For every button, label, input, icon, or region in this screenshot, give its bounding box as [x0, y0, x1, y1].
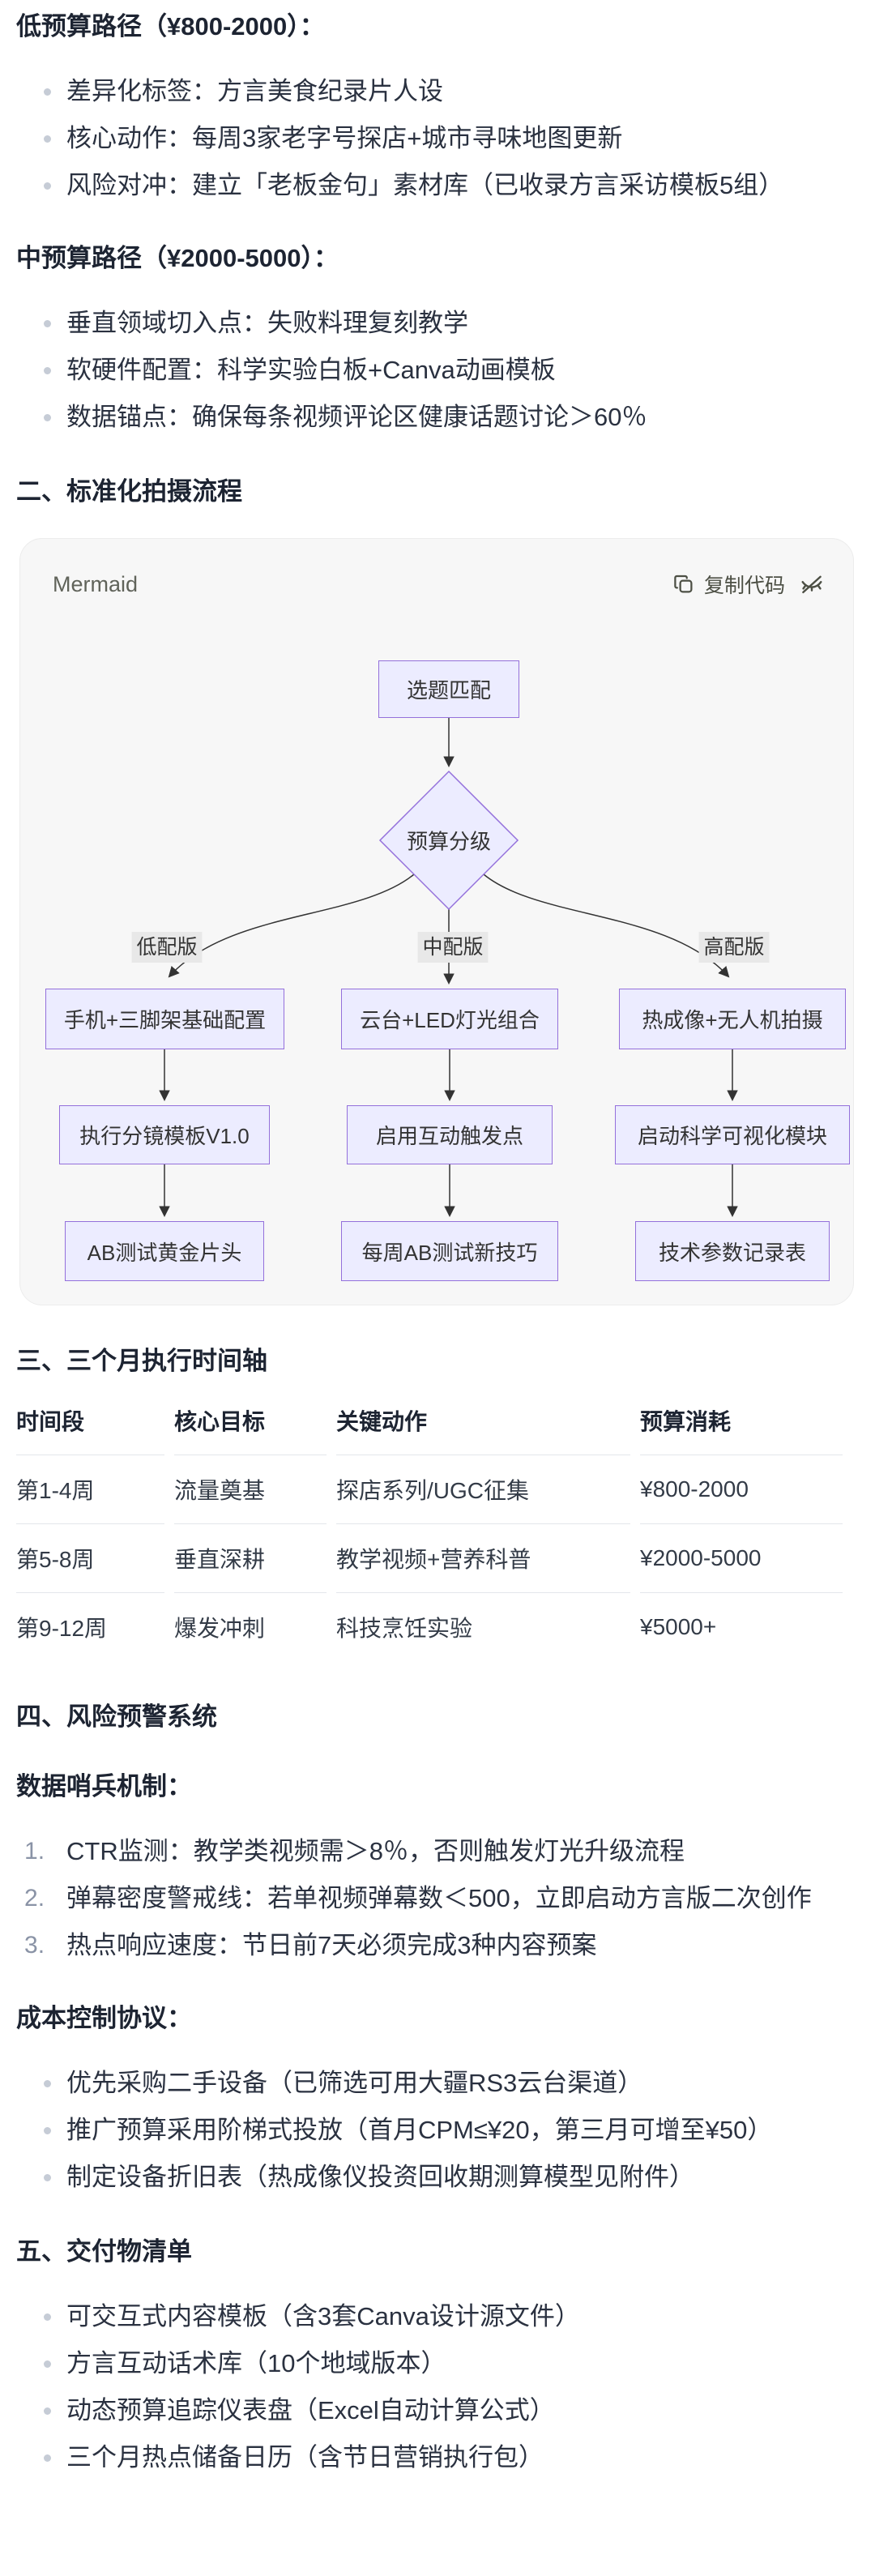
section-title-timeline: 三、三个月执行时间轴 — [16, 1347, 267, 1375]
flow-node-low-2: 执行分镜模板V1.0 — [59, 1105, 270, 1164]
list-item: CTR监测：教学类视频需＞8％，否则触发灯光升级流程 — [24, 1833, 685, 1870]
table-row: 第1-4周 流量奠基 探店系列/UGC征集 ¥800-2000 — [16, 1455, 843, 1524]
flow-node-mid-2: 启用互动触发点 — [347, 1105, 553, 1164]
section-title-shooting: 二、标准化拍摄流程 — [16, 477, 242, 506]
list-item: 数据锚点：确保每条视频评论区健康话题讨论＞60％ — [44, 399, 859, 436]
table-cell: 教学视频+营养科普 — [336, 1524, 630, 1593]
list-item: 推广预算采用阶梯式投放（首月CPM≤¥20，第三月可增至¥50） — [44, 2112, 859, 2149]
table-cell: 第9-12周 — [16, 1616, 108, 1641]
table-cell: 第5-8周 — [16, 1524, 164, 1593]
copy-code-label: 复制代码 — [703, 575, 785, 597]
table-cell: 垂直深耕 — [174, 1524, 327, 1593]
flow-node-high-3: 技术参数记录表 — [635, 1221, 830, 1281]
table-row: 第9-12周 爆发冲刺 科技烹饪实验 ¥5000+ — [16, 1593, 843, 1661]
column-header: 关键动作 — [336, 1391, 630, 1455]
table-cell: ¥2000-5000 — [640, 1524, 843, 1593]
mermaid-label: Mermaid — [53, 571, 139, 596]
flow-node-high-2: 启动科学可视化模块 — [615, 1105, 850, 1164]
document-body: 低预算路径（¥800-2000）： 差异化标签：方言美食纪录片人设 核心动作：每… — [0, 0, 875, 2476]
table-header-row: 时间段 核心目标 关键动作 预算消耗 — [16, 1391, 843, 1455]
flow-node-high-1: 热成像+无人机拍摄 — [619, 989, 846, 1049]
table-cell: 流量奠基 — [174, 1455, 327, 1524]
list-item: 风险对冲：建立「老板金句」素材库（已收录方言采访模板5组） — [44, 167, 859, 204]
heading-low-budget: 低预算路径（¥800-2000）： — [16, 12, 325, 41]
table-row: 第5-8周 垂直深耕 教学视频+营养科普 ¥2000-5000 — [16, 1524, 843, 1593]
list-item: 可交互式内容模板（含3套Canva设计源文件） — [44, 2298, 859, 2335]
flow-edge-label-high: 高配版 — [698, 932, 770, 963]
flow-edge-label-mid: 中配版 — [417, 932, 489, 963]
list-item: 方言互动话术库（10个地域版本） — [44, 2345, 859, 2382]
copy-icon — [674, 575, 693, 593]
timeline-table: 时间段 核心目标 关键动作 预算消耗 第1-4周 流量奠基 探店系列/UGC征集… — [6, 1391, 852, 1661]
column-header: 预算消耗 — [640, 1391, 843, 1455]
section-title-risk: 四、风险预警系统 — [16, 1702, 217, 1731]
list-item: 优先采购二手设备（已筛选可用大疆RS3云台渠道） — [44, 2065, 859, 2102]
table-cell: 爆发冲刺 — [174, 1616, 266, 1641]
cost-control-list: 优先采购二手设备（已筛选可用大疆RS3云台渠道） 推广预算采用阶梯式投放（首月C… — [16, 2065, 859, 2196]
table-cell: 第1-4周 — [16, 1455, 164, 1524]
mermaid-card-header: Mermaid 复制代码 — [53, 570, 826, 599]
heading-mid-budget: 中预算路径（¥2000-5000）： — [16, 244, 339, 272]
deliverables-list: 可交互式内容模板（含3套Canva设计源文件） 方言互动话术库（10个地域版本）… — [16, 2298, 859, 2476]
flow-node-decision: 预算分级 — [406, 829, 492, 854]
eye-off-icon[interactable] — [798, 570, 826, 598]
copy-code-button[interactable]: 复制代码 — [672, 570, 785, 599]
table-cell: ¥800-2000 — [640, 1455, 843, 1524]
heading-data-sentinel: 数据哨兵机制： — [16, 1772, 192, 1801]
table-cell: 科技烹饪实验 — [336, 1616, 473, 1641]
flow-node-low-3: AB测试黄金片头 — [65, 1221, 264, 1281]
list-item: 动态预算追踪仪表盘（Excel自动计算公式） — [44, 2392, 859, 2429]
list-item: 三个月热点储备日历（含节日营销执行包） — [44, 2439, 859, 2476]
table-cell: ¥5000+ — [640, 1614, 717, 1639]
list-item: 热点响应速度：节日前7天必须完成3种内容预案 — [24, 1927, 597, 1964]
sentinel-list: CTR监测：教学类视频需＞8％，否则触发灯光升级流程 弹幕密度警戒线：若单视频弹… — [16, 1833, 859, 1964]
section-title-deliverables: 五、交付物清单 — [16, 2237, 192, 2266]
flow-node-mid-1: 云台+LED灯光组合 — [341, 989, 558, 1049]
heading-cost-control: 成本控制协议： — [16, 2004, 192, 2032]
list-item: 制定设备折旧表（热成像仪投资回收期测算模型见附件） — [44, 2159, 859, 2196]
mermaid-card: Mermaid 复制代码 — [19, 538, 854, 1305]
low-budget-list: 差异化标签：方言美食纪录片人设 核心动作：每周3家老字号探店+城市寻味地图更新 … — [16, 73, 859, 204]
column-header: 核心目标 — [174, 1391, 327, 1455]
list-item: 垂直领域切入点：失败料理复刻教学 — [44, 305, 859, 342]
flow-edge-label-low: 低配版 — [131, 932, 203, 963]
column-header: 时间段 — [16, 1391, 164, 1455]
list-item: 核心动作：每周3家老字号探店+城市寻味地图更新 — [44, 120, 859, 157]
flow-node-mid-3: 每周AB测试新技巧 — [341, 1221, 558, 1281]
flow-node-start: 选题匹配 — [378, 660, 519, 718]
list-item: 弹幕密度警戒线：若单视频弹幕数＜500，立即启动方言版二次创作 — [24, 1880, 812, 1917]
list-item: 软硬件配置：科学实验白板+Canva动画模板 — [44, 352, 859, 389]
flowchart: 选题匹配 预算分级 低配版 中配版 高配版 手机+三脚架基础配置 云台+LED灯… — [20, 539, 853, 1305]
table-cell: 探店系列/UGC征集 — [336, 1455, 630, 1524]
flow-node-low-1: 手机+三脚架基础配置 — [45, 989, 284, 1049]
flowchart-edges — [159, 718, 738, 1218]
mid-budget-list: 垂直领域切入点：失败料理复刻教学 软硬件配置：科学实验白板+Canva动画模板 … — [16, 305, 859, 436]
list-item: 差异化标签：方言美食纪录片人设 — [44, 73, 859, 110]
